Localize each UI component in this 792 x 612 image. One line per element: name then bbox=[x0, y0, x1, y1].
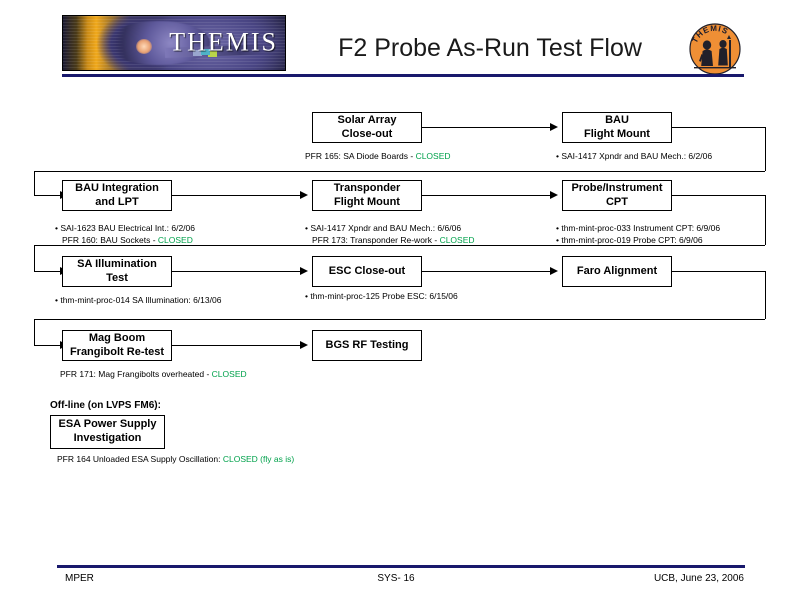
themis-mission-patch-icon: THEMIS bbox=[689, 23, 741, 75]
status-badge: CLOSED bbox=[157, 235, 193, 246]
node-esa-power-supply-investigation[interactable]: ESA Power Supply Investigation bbox=[50, 415, 165, 449]
node-solar-array-close-out[interactable]: Solar Array Close-out bbox=[312, 112, 422, 143]
note-text: • thm-mint-proc-125 Probe ESC: 6/15/06 bbox=[305, 291, 458, 301]
bow-shock-shape bbox=[107, 21, 210, 65]
node-label: SA Illumination Test bbox=[77, 257, 157, 284]
offline-section-label: Off-line (on LVPS FM6): bbox=[50, 400, 161, 411]
arrowhead-icon bbox=[550, 267, 558, 275]
connector-wrap2-top bbox=[672, 195, 765, 196]
note-text: • thm-mint-proc-019 Probe CPT: 6/9/06 bbox=[556, 235, 703, 246]
connector-wrap3-bottom bbox=[34, 319, 765, 320]
node-label: Solar Array Close-out bbox=[337, 113, 397, 140]
connector-wrap2-left bbox=[34, 245, 35, 271]
note-esa-power-supply: PFR 164 Unloaded ESA Supply Oscillation:… bbox=[57, 453, 294, 465]
note-text: PFR 171: Mag Frangibolts overheated - bbox=[60, 369, 212, 379]
connector-wrap1-into-row2 bbox=[34, 195, 60, 196]
node-transponder-flight-mount[interactable]: Transponder Flight Mount bbox=[312, 180, 422, 211]
node-label: ESA Power Supply Investigation bbox=[58, 418, 157, 444]
node-label: BAU Flight Mount bbox=[584, 113, 650, 140]
footer-slide-number: SYS- 16 bbox=[377, 573, 415, 584]
connector-wrap2-right bbox=[765, 195, 766, 245]
note-text: PFR 165: SA Diode Boards - bbox=[305, 151, 416, 161]
magnetosphere-graphic bbox=[63, 16, 285, 70]
note-text: • SAI-1417 Xpndr and BAU Mech.: 6/6/06 bbox=[305, 223, 462, 233]
connector-wrap2-into-row3 bbox=[34, 271, 60, 272]
note-text: PFR 173: Transponder Re-work - bbox=[312, 235, 440, 246]
connector-wrap1-bottom bbox=[34, 171, 765, 172]
node-label: Transponder Flight Mount bbox=[333, 181, 401, 208]
node-label: BGS RF Testing bbox=[325, 338, 409, 351]
note-mag-boom: PFR 171: Mag Frangibolts overheated - CL… bbox=[60, 368, 247, 380]
arrowhead-icon bbox=[550, 123, 558, 131]
arrowhead-icon bbox=[550, 191, 558, 199]
node-label: Probe/Instrument CPT bbox=[571, 181, 663, 208]
node-sa-illumination-test[interactable]: SA Illumination Test bbox=[62, 256, 172, 287]
node-probe-instrument-cpt[interactable]: Probe/Instrument CPT bbox=[562, 180, 672, 211]
footer-right-text: UCB, June 23, 2006 bbox=[653, 573, 744, 584]
themis-wordmark: THEMIS bbox=[169, 27, 278, 57]
note-text: • SAI-1417 Xpndr and BAU Mech.: 6/2/06 bbox=[556, 151, 713, 161]
connector-wrap3-left bbox=[34, 319, 35, 345]
footer-left-text: MPER bbox=[65, 573, 94, 584]
node-bau-flight-mount[interactable]: BAU Flight Mount bbox=[562, 112, 672, 143]
status-badge: CLOSED bbox=[415, 151, 451, 161]
earth-core-glow bbox=[136, 39, 153, 55]
node-mag-boom-frangibolt-re-test[interactable]: Mag Boom Frangibolt Re-test bbox=[62, 330, 172, 361]
connector-wrap2-bottom bbox=[34, 245, 765, 246]
node-bgs-rf-testing[interactable]: BGS RF Testing bbox=[312, 330, 422, 361]
note-text: PFR 160: BAU Sockets - CLOSED bbox=[55, 234, 195, 246]
note-bau-flight-mount: • SAI-1417 Xpndr and BAU Mech.: 6/2/06 bbox=[556, 150, 712, 162]
note-text: • SAI-1623 BAU Electrical Int.: 6/2/06 bbox=[55, 223, 195, 233]
note-text: • thm-mint-proc-033 Instrument CPT: 6/9/… bbox=[556, 223, 721, 233]
node-label: Mag Boom Frangibolt Re-test bbox=[69, 331, 165, 358]
page-title: F2 Probe As-Run Test Flow bbox=[338, 34, 642, 62]
note-solar-array: PFR 165: SA Diode Boards - CLOSED bbox=[305, 150, 451, 162]
connector-wrap1-right bbox=[765, 127, 766, 171]
node-esc-close-out[interactable]: ESC Close-out bbox=[312, 256, 422, 287]
note-text: • thm-mint-proc-014 SA Illumination: 6/1… bbox=[55, 295, 222, 305]
satellite-icon bbox=[200, 49, 210, 56]
status-badge: CLOSED (fly as is) bbox=[222, 454, 295, 464]
connector-bau-integration-to-transponder bbox=[172, 195, 300, 196]
connector-wrap1-left bbox=[34, 171, 35, 195]
connector-mag-boom-to-bgs bbox=[172, 345, 300, 346]
connector-transponder-to-cpt bbox=[422, 195, 550, 196]
note-bau-integration: • SAI-1623 BAU Electrical Int.: 6/2/06 P… bbox=[55, 222, 195, 247]
connector-solar-array-to-bau-mount bbox=[422, 127, 550, 128]
note-sa-illumination: • thm-mint-proc-014 SA Illumination: 6/1… bbox=[55, 294, 221, 306]
note-text: PFR 160: BAU Sockets - bbox=[62, 235, 158, 246]
node-label: Faro Alignment bbox=[576, 264, 658, 277]
connector-esc-to-faro bbox=[422, 271, 550, 272]
header-divider bbox=[62, 74, 744, 77]
themis-logo: THEMIS bbox=[62, 15, 286, 71]
note-probe-instrument-cpt: • thm-mint-proc-033 Instrument CPT: 6/9/… bbox=[556, 222, 720, 247]
connector-wrap3-into-row4 bbox=[34, 345, 60, 346]
arrowhead-icon bbox=[300, 267, 308, 275]
connector-wrap3-top bbox=[672, 271, 765, 272]
note-transponder: • SAI-1417 Xpndr and BAU Mech.: 6/6/06 P… bbox=[305, 222, 475, 247]
node-faro-alignment[interactable]: Faro Alignment bbox=[562, 256, 672, 287]
note-esc-close-out: • thm-mint-proc-125 Probe ESC: 6/15/06 bbox=[305, 290, 458, 302]
node-bau-integration-and-lpt[interactable]: BAU Integration and LPT bbox=[62, 180, 172, 211]
status-badge: CLOSED bbox=[439, 235, 475, 246]
node-label: BAU Integration and LPT bbox=[75, 181, 159, 208]
connector-sa-illumination-to-esc bbox=[172, 271, 300, 272]
note-text: PFR 164 Unloaded ESA Supply Oscillation: bbox=[57, 454, 223, 464]
node-label: ESC Close-out bbox=[328, 264, 406, 277]
footer-divider bbox=[57, 565, 745, 568]
arrowhead-icon bbox=[300, 341, 308, 349]
arrowhead-icon bbox=[300, 191, 308, 199]
status-badge: CLOSED bbox=[211, 369, 247, 379]
connector-wrap1-top bbox=[672, 127, 765, 128]
connector-wrap3-right bbox=[765, 271, 766, 319]
note-text: PFR 173: Transponder Re-work - CLOSED bbox=[305, 234, 475, 246]
